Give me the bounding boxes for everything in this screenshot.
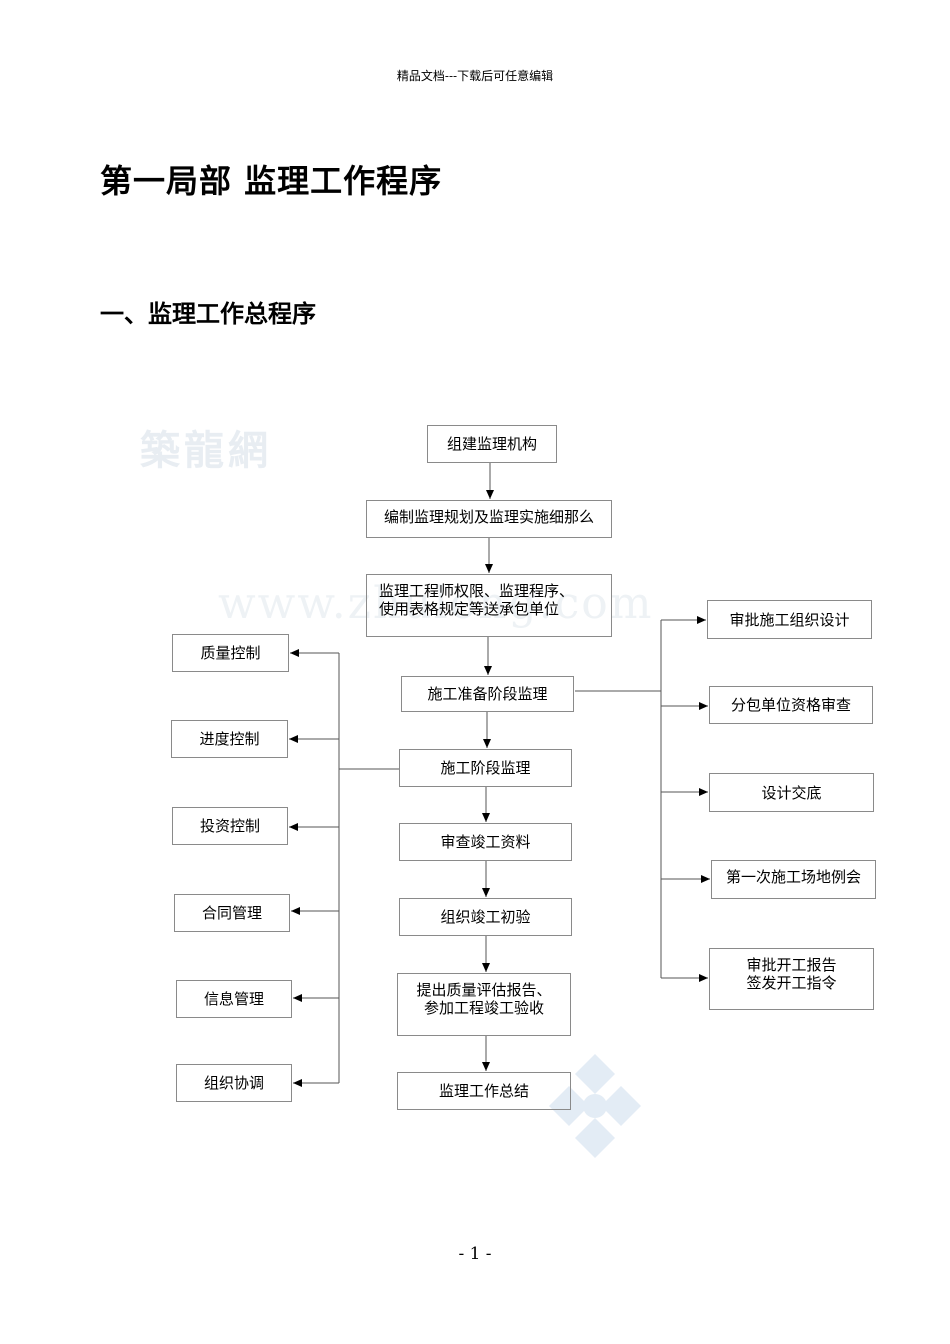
step-form-supervision-team: 组建监理机构	[427, 425, 557, 463]
watermark-brand: 築龍網	[140, 427, 272, 474]
page-number: - 1 -	[458, 1244, 492, 1264]
right-first-site-meeting: 第一次施工场地例会	[711, 860, 876, 899]
right-subcontractor-qualification-review: 分包单位资格审查	[709, 686, 873, 724]
left-schedule-control: 进度控制	[171, 720, 288, 758]
step-preconstruction-supervision: 施工准备阶段监理	[401, 676, 574, 712]
step-review-completion-documents: 审查竣工资料	[399, 823, 572, 861]
left-contract-management: 合同管理	[174, 894, 290, 932]
right-design-disclosure: 设计交底	[709, 773, 874, 812]
section-title: 一、监理工作总程序	[100, 300, 316, 328]
left-investment-control: 投资控制	[172, 807, 288, 845]
step-construction-supervision: 施工阶段监理	[399, 749, 572, 787]
step-send-regulations-to-contractor: 监理工程师权限、监理程序、 使用表格规定等送承包单位	[366, 574, 612, 637]
page-header: 精品文档---下载后可任意编辑	[396, 69, 554, 83]
step-preliminary-acceptance: 组织竣工初验	[399, 898, 572, 936]
watermark-logo	[549, 1054, 641, 1158]
right-approve-construction-organization-design: 审批施工组织设计	[707, 600, 872, 639]
right-approve-commencement-order: 审批开工报告 签发开工指令	[709, 948, 874, 1010]
left-quality-control: 质量控制	[172, 634, 289, 672]
watermark-url: www.zhulong.com	[218, 578, 654, 629]
step-prepare-supervision-plan: 编制监理规划及监理实施细那么	[366, 500, 612, 538]
step-supervision-summary: 监理工作总结	[397, 1072, 571, 1110]
step-quality-report-and-acceptance: 提出质量评估报告、 参加工程竣工验收	[397, 973, 571, 1036]
left-information-management: 信息管理	[176, 980, 292, 1018]
left-coordination: 组织协调	[176, 1064, 292, 1102]
chapter-title: 第一局部 监理工作程序	[100, 162, 443, 200]
